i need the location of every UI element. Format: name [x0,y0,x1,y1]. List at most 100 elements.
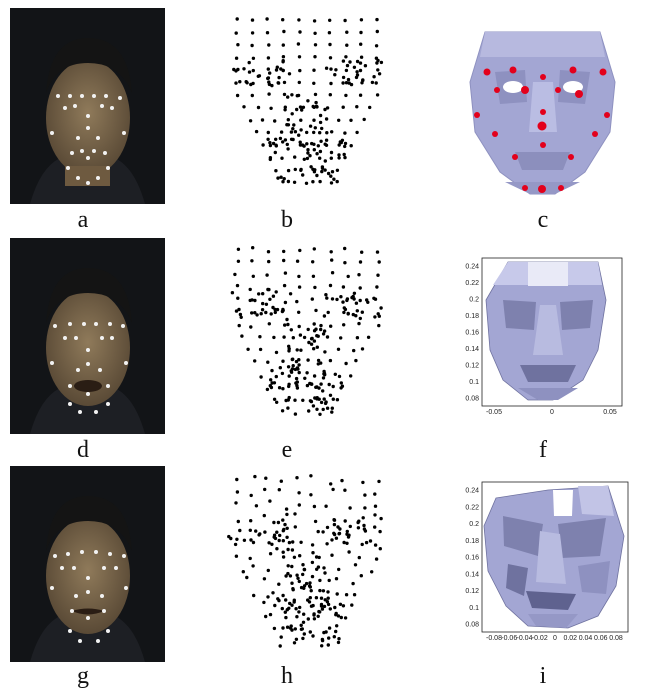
point [272,336,275,339]
point [348,60,351,63]
point [325,144,328,147]
point [263,577,266,580]
point [343,156,346,159]
point [314,43,317,46]
point [296,94,299,97]
point [376,250,379,253]
point [284,301,287,304]
point [227,535,230,538]
point [303,336,306,339]
point [361,543,364,546]
point [340,479,343,482]
point [287,365,290,368]
point [258,74,261,77]
point [268,322,271,325]
point [277,76,280,79]
point [294,525,297,528]
point [328,19,331,22]
point [327,172,330,175]
point [271,591,274,594]
point [286,626,289,629]
point [340,616,343,619]
point [375,61,378,64]
point [359,317,362,320]
point [336,592,339,595]
point [380,61,383,64]
point [294,607,297,610]
point [265,303,268,306]
point [266,138,269,141]
point [348,506,351,509]
point [328,43,331,46]
point [310,337,313,340]
x-tick-label: 0.06 [594,635,608,642]
point [334,630,337,633]
point [333,635,336,638]
point [378,72,381,75]
point [298,580,301,583]
point [332,398,335,401]
point [314,520,317,523]
point [280,480,283,483]
point [263,488,266,491]
point [261,302,264,305]
point [267,541,270,544]
point [251,94,254,97]
point [285,318,288,321]
point [295,300,298,303]
point [343,145,346,148]
point [359,299,362,302]
point [269,107,272,110]
x-ticks-f: -0.0500.05 [486,409,617,416]
point [332,178,335,181]
point [250,259,253,262]
point [264,311,267,314]
point [235,57,238,60]
point [323,329,326,332]
point [270,381,273,384]
point [251,31,254,34]
point [236,284,239,287]
point [282,69,285,72]
point [336,180,339,183]
point [309,596,312,599]
point [325,296,328,299]
point [327,311,330,314]
point [235,538,238,541]
point [315,174,318,177]
point [297,275,300,278]
point [279,366,282,369]
point [243,539,246,542]
point [279,176,282,179]
point [257,106,260,109]
point [302,613,305,616]
point [299,119,302,122]
point [292,123,295,126]
point [283,81,286,84]
point [292,364,295,367]
point [261,292,264,295]
point [274,151,277,154]
point [343,19,346,22]
point [272,142,275,145]
point [231,291,234,294]
point [282,335,285,338]
point [276,66,279,69]
point [352,349,355,352]
point [273,398,276,401]
point [294,130,297,133]
point [340,141,343,144]
point [237,248,240,251]
point [259,375,262,378]
x-tick-label: 0.04 [579,635,593,642]
point [342,323,345,326]
point [322,408,325,411]
point [269,552,272,555]
x-ticks-i: -0.08-0.06-0.04-0.0200.020.040.060.08 [486,635,623,642]
point [361,481,364,484]
point [286,527,289,530]
point [315,408,318,411]
point [378,315,381,318]
point [306,358,309,361]
point [250,311,253,314]
